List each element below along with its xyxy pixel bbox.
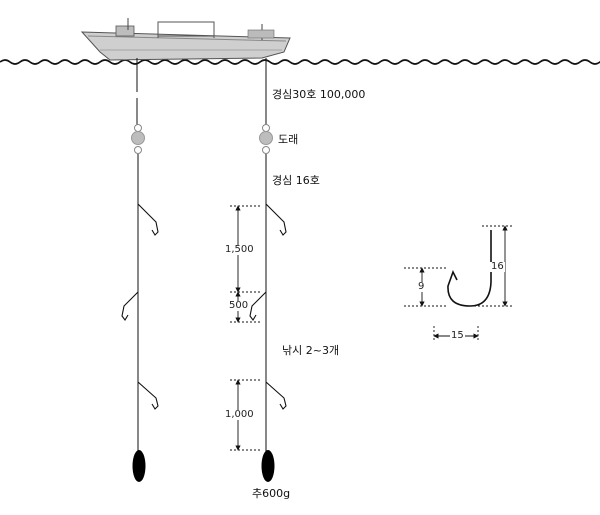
right-hook-1: [265, 203, 287, 236]
sinker-label: 추600g: [252, 487, 291, 500]
upper-spacing-label: 1,500: [224, 244, 255, 255]
hook-shape-icon: [447, 230, 492, 307]
hook-detail: [404, 225, 514, 342]
water-surface: [0, 59, 600, 65]
boat: [80, 18, 291, 61]
main-line-label: 경심30호 100,000: [272, 88, 366, 101]
left-swivel-ring-bottom: [134, 146, 142, 154]
hooks-label: 낚시 2~3개: [282, 344, 340, 357]
right-hook-3: [265, 381, 287, 410]
right-longline: [249, 58, 287, 482]
left-hook-3: [137, 381, 159, 410]
hook-width-label: 15: [450, 330, 465, 341]
right-sinker: [261, 450, 275, 482]
hook-height-label: 16: [490, 261, 505, 272]
right-hook-2: [249, 291, 267, 321]
branch-line-label: 경심 16호: [272, 174, 320, 187]
left-hook-2: [121, 291, 139, 321]
left-hook-1: [137, 203, 159, 236]
left-swivel-ring-top: [134, 124, 142, 132]
right-swivel-ring-bottom: [262, 146, 270, 154]
right-swivel-ring-top: [262, 124, 270, 132]
right-swivel: [259, 131, 273, 145]
lower-spacing-label: 1,000: [224, 409, 255, 420]
hook-bend-label: 9: [417, 281, 426, 292]
swivel-label: 도래: [278, 133, 299, 146]
short-spacing-label: 500: [228, 300, 250, 311]
left-longline: [121, 58, 159, 482]
left-sinker: [132, 450, 146, 482]
left-swivel: [131, 131, 145, 145]
